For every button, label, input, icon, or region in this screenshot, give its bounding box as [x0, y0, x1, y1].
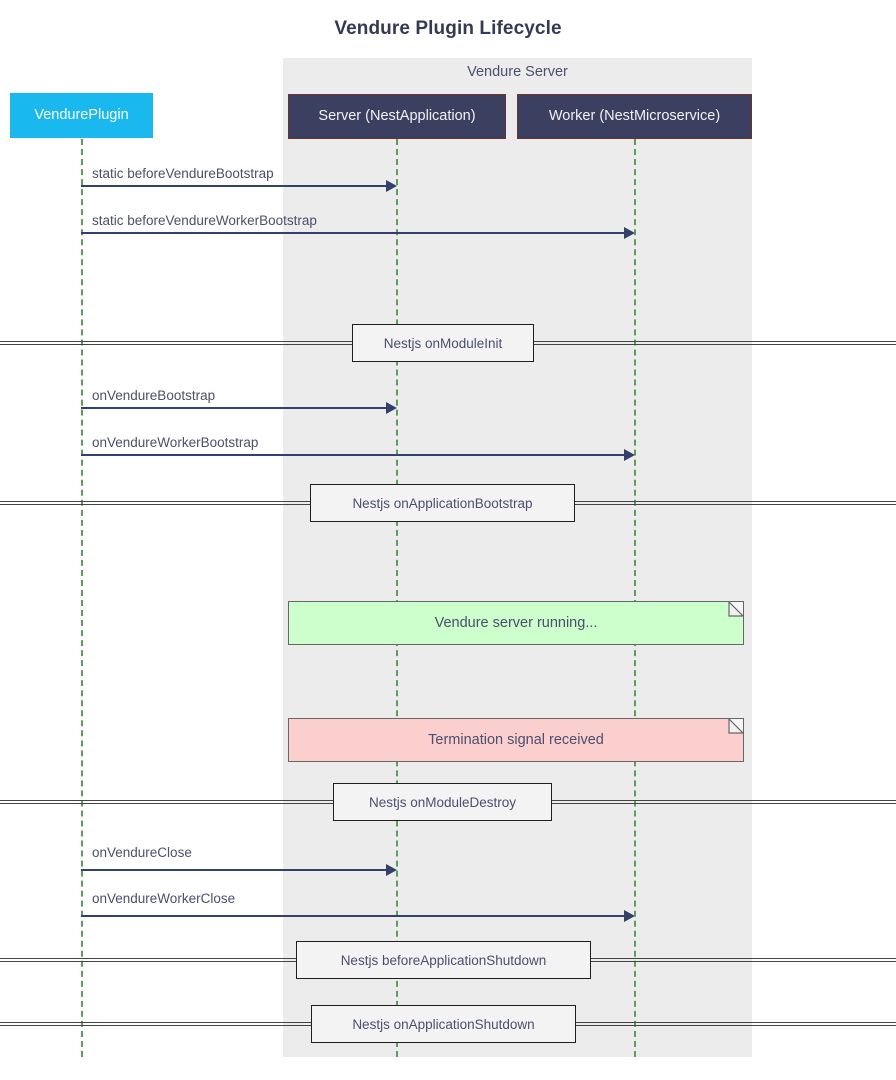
divider-label-nestjs-onapplicationbootstrap: Nestjs onApplicationBootstrap	[352, 495, 533, 511]
message-arrowhead-static-beforevendurebootstrap	[386, 180, 397, 192]
note-vendure-server-running: Vendure server running...	[288, 601, 744, 645]
message-label-onvendureworkerclose: onVendureWorkerClose	[92, 891, 236, 906]
actor-server[interactable]: Server (NestApplication)	[288, 94, 506, 139]
message-label-onvendureworkerbootstrap: onVendureWorkerBootstrap	[92, 435, 259, 450]
message-line-onvendureclose	[81, 869, 386, 871]
divider-label-nestjs-onmoduledestroy: Nestjs onModuleDestroy	[368, 794, 517, 810]
message-arrowhead-onvendureworkerbootstrap	[624, 449, 635, 461]
actor-server-label: Server (NestApplication)	[318, 107, 476, 124]
actor-vendureplugin-label: VendurePlugin	[34, 106, 129, 123]
divider-box-nestjs-onapplicationbootstrap: Nestjs onApplicationBootstrap	[310, 484, 575, 522]
message-label-static-beforevendurebootstrap: static beforeVendureBootstrap	[92, 166, 274, 181]
note-fold-corner-icon	[729, 719, 743, 733]
message-label-onvendurebootstrap: onVendureBootstrap	[92, 388, 216, 403]
divider-label-nestjs-onapplicationshutdown: Nestjs onApplicationShutdown	[352, 1016, 535, 1032]
divider-label-nestjs-beforeapplicationshutdown: Nestjs beforeApplicationShutdown	[340, 952, 547, 968]
divider-box-nestjs-onmoduleinit: Nestjs onModuleInit	[352, 324, 534, 362]
actor-worker[interactable]: Worker (NestMicroservice)	[517, 94, 752, 139]
divider-box-nestjs-onapplicationshutdown: Nestjs onApplicationShutdown	[311, 1005, 576, 1043]
message-line-onvendureworkerbootstrap	[81, 454, 624, 456]
message-line-static-beforevendurebootstrap	[81, 185, 386, 187]
lifeline-worker	[634, 139, 636, 1057]
message-arrowhead-onvendureworkerclose	[624, 910, 635, 922]
message-line-onvendureworkerclose	[81, 915, 624, 917]
divider-label-nestjs-onmoduleinit: Nestjs onModuleInit	[383, 335, 503, 351]
lifeline-server	[396, 139, 398, 1057]
group-box-vendure-server	[283, 58, 752, 1057]
message-arrowhead-onvendureclose	[386, 864, 397, 876]
message-line-static-beforevendureworkerbootstrap	[81, 232, 624, 234]
divider-box-nestjs-beforeapplicationshutdown: Nestjs beforeApplicationShutdown	[296, 941, 591, 979]
lifeline-plugin	[81, 139, 83, 1057]
message-label-onvendureclose: onVendureClose	[92, 845, 192, 860]
message-arrowhead-onvendurebootstrap	[386, 402, 397, 414]
note-termination-signal-received: Termination signal received	[288, 718, 744, 762]
message-label-static-beforevendureworkerbootstrap: static beforeVendureWorkerBootstrap	[92, 213, 317, 228]
divider-box-nestjs-onmoduledestroy: Nestjs onModuleDestroy	[333, 783, 552, 821]
page-title: Vendure Plugin Lifecycle	[334, 18, 562, 39]
message-arrowhead-static-beforevendureworkerbootstrap	[624, 227, 635, 239]
actor-vendureplugin[interactable]: VendurePlugin	[10, 93, 153, 138]
note-label-termination-signal-received: Termination signal received	[428, 732, 604, 748]
note-fold-corner-icon	[729, 602, 743, 616]
actor-worker-label: Worker (NestMicroservice)	[548, 107, 721, 124]
group-label-vendure-server: Vendure Server	[467, 64, 568, 80]
message-line-onvendurebootstrap	[81, 407, 386, 409]
note-label-vendure-server-running: Vendure server running...	[434, 615, 598, 631]
